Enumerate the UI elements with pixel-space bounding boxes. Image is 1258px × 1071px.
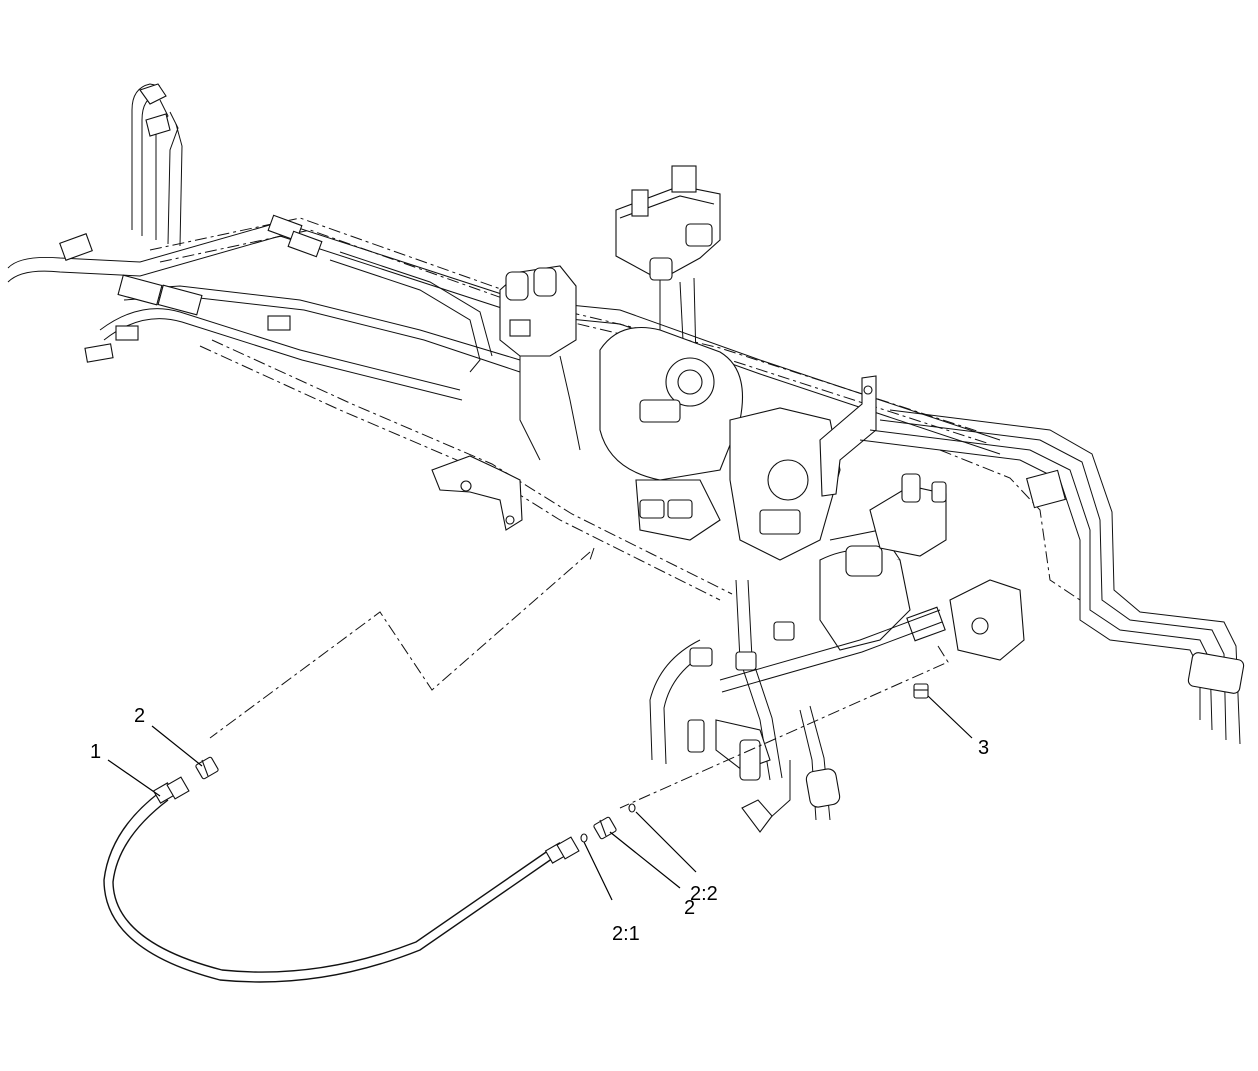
adapter-fitting-bottom (593, 816, 617, 840)
hydraulic-tube-assembly (7, 83, 1245, 833)
o-ring-2-1 (580, 833, 588, 843)
fitting-part-3 (913, 683, 929, 699)
callout-2-1: 2:1 (612, 923, 640, 945)
callout-leaders (107, 695, 973, 901)
hose-assembly-part-1 (103, 776, 580, 983)
callout-2-bottom: 2 (684, 897, 695, 919)
callout-2-top: 2 (134, 705, 145, 727)
callout-1: 1 (90, 741, 101, 763)
routing-centerlines (209, 547, 949, 809)
callout-2-2: 2:2 (690, 883, 718, 905)
callout-3: 3 (978, 737, 989, 759)
adapter-fitting-top (195, 756, 219, 780)
o-ring-2-2 (628, 803, 636, 813)
